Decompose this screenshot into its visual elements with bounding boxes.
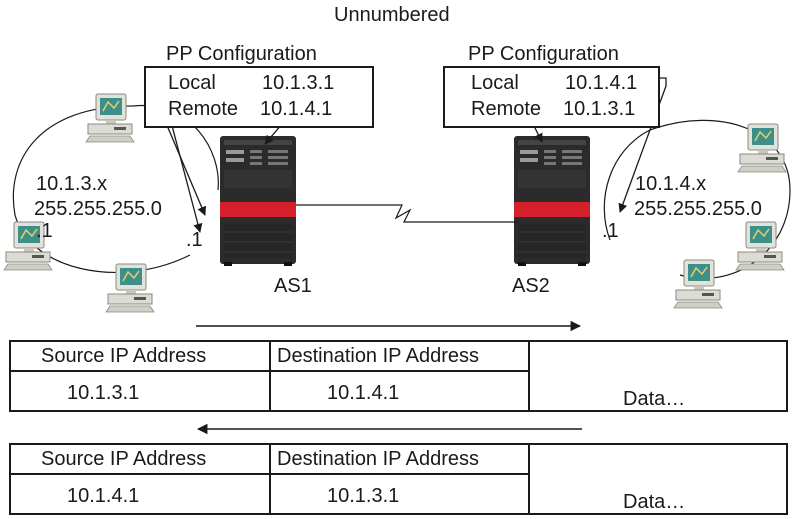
as2-server-icon: [513, 135, 591, 267]
as1-server-icon: [219, 135, 297, 267]
pc-right-bottom-icon: [673, 259, 723, 309]
as2-network-mask: 255.255.255.0: [634, 198, 762, 220]
as2-local-label: Local: [471, 72, 519, 94]
packet2-destination-header: Destination IP Address: [277, 448, 479, 470]
as1-interface-dot1: .1: [186, 229, 203, 251]
as1-local-label: Local: [168, 72, 216, 94]
as2-network-address: 10.1.4.x: [635, 173, 707, 195]
as2-interface-dot1: .1: [602, 220, 619, 242]
packet2-data: Data…: [623, 491, 686, 513]
as1-config-box: Local 10.1.3.1 Remote 10.1.4.1: [144, 66, 374, 128]
as2-remote-ip: 10.1.3.1: [563, 98, 636, 120]
packet1-destination-ip: 10.1.4.1: [327, 382, 400, 404]
packet-table-outbound: Source IP Address Destination IP Address…: [9, 340, 788, 412]
wan-link: [296, 204, 518, 223]
packet-table-return: Source IP Address Destination IP Address…: [9, 443, 788, 515]
pc-left-top-icon: [85, 93, 135, 143]
lan-right-arc: [649, 119, 791, 280]
as1-local-ip: 10.1.3.1: [262, 72, 335, 94]
as1-config-title: PP Configuration: [166, 43, 317, 65]
as2-remote-label: Remote: [471, 98, 542, 120]
as2-config-box: Local 10.1.4.1 Remote 10.1.3.1: [443, 66, 660, 128]
lan-right-arc-left: [603, 129, 651, 241]
as2-config-title: PP Configuration: [468, 43, 619, 65]
as1-name: AS1: [274, 275, 312, 297]
as1-network-address: 10.1.3.x: [36, 173, 108, 195]
pc-right-top-icon: [737, 123, 787, 173]
packet2-source-header: Source IP Address: [41, 448, 207, 470]
packet2-destination-ip: 10.1.3.1: [327, 485, 400, 507]
as1-host-dot1: .1: [36, 220, 53, 242]
pc-right-middle-icon: [735, 221, 785, 271]
packet1-source-ip: 10.1.3.1: [67, 382, 140, 404]
packet1-destination-header: Destination IP Address: [277, 345, 479, 367]
packet1-source-header: Source IP Address: [41, 345, 207, 367]
packet2-source-ip: 10.1.4.1: [67, 485, 140, 507]
as2-name: AS2: [512, 275, 550, 297]
diagram-title: Unnumbered: [334, 4, 450, 26]
pc-left-bottom-icon: [105, 263, 155, 313]
as1-remote-ip: 10.1.4.1: [260, 98, 333, 120]
as1-network-mask: 255.255.255.0: [34, 198, 162, 220]
packet1-data: Data…: [623, 388, 686, 410]
as1-remote-label: Remote: [168, 98, 239, 120]
as2-local-ip: 10.1.4.1: [565, 72, 638, 94]
